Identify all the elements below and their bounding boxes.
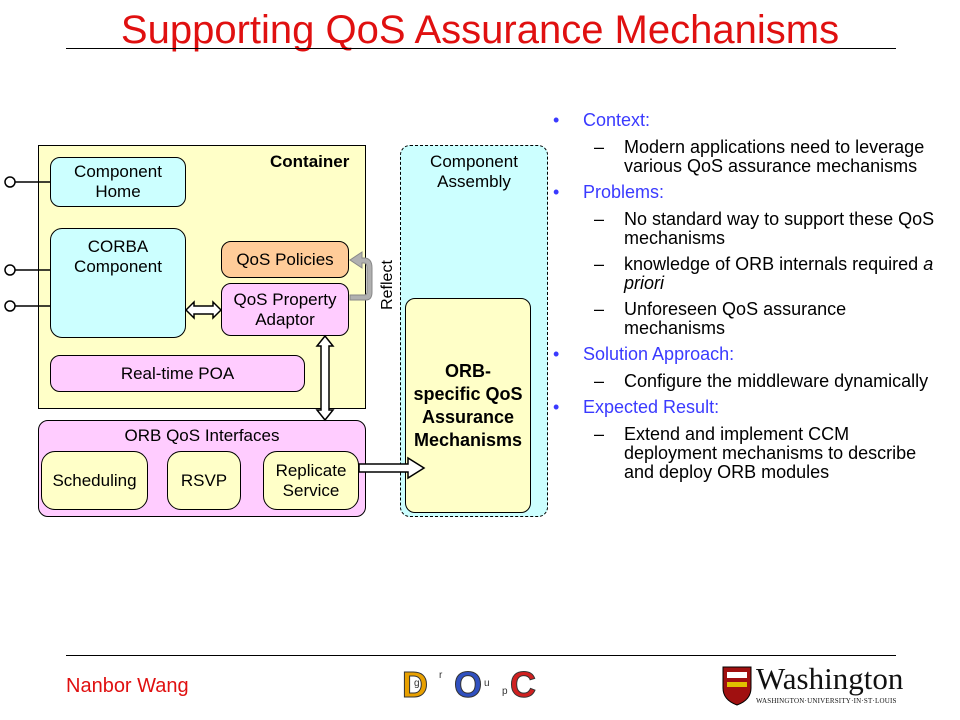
- wu-logo-wordmark: Washington: [756, 661, 904, 696]
- corba-adaptor-arrow: [184, 300, 223, 320]
- qos-policies-box: QoS Policies: [221, 241, 349, 278]
- sub-bullet: –Modern applications need to leverage va…: [594, 137, 925, 176]
- sub-bullet: –knowledge of ORB internals required a p…: [594, 254, 934, 293]
- orb-specific-qos-box: ORB-specific QoS Assurance Mechanisms: [405, 298, 531, 513]
- reflect-arrow: [349, 251, 373, 301]
- page-title: Supporting QoS Assurance Mechanisms: [120, 8, 840, 52]
- footer-author: Nanbor Wang: [66, 675, 189, 697]
- doc-logo-r: r: [439, 670, 443, 681]
- component-home-box: Component Home: [50, 157, 186, 207]
- wu-shield-icon: [722, 666, 752, 706]
- doc-group-logo: D g r O u p C: [402, 664, 537, 706]
- bullet-problems: •Problems:: [553, 182, 665, 202]
- bullet-list: •Context: –Modern applications need to l…: [553, 104, 943, 482]
- replicate-orb-arrow: [358, 456, 426, 480]
- rsvp-box: RSVP: [167, 451, 241, 510]
- doc-logo-g: g: [414, 678, 420, 689]
- bullet-expected: •Expected Result:: [553, 397, 720, 417]
- sub-bullet: –Extend and implement CCM deployment mec…: [594, 424, 917, 482]
- doc-logo-d: D: [402, 664, 429, 706]
- title-divider: [66, 48, 896, 49]
- corba-component-box: CORBA Component: [50, 228, 186, 338]
- footer-divider: [66, 655, 896, 656]
- sub-bullet: –Configure the middleware dynamically: [594, 371, 929, 391]
- scheduling-box: Scheduling: [41, 451, 148, 510]
- washington-university-logo: Washington WASHINGTON·UNIVERSITY·IN·ST·L…: [722, 661, 904, 712]
- component-assembly-label: Component Assembly: [430, 152, 518, 191]
- sub-bullet: –Unforeseen QoS assurance mechanisms: [594, 299, 847, 338]
- diagram-connectors: [4, 176, 426, 480]
- replicate-service-box: Replicate Service: [263, 451, 359, 510]
- qos-property-adaptor-box: QoS Property Adaptor: [221, 283, 349, 336]
- bullet-solution: •Solution Approach:: [553, 344, 735, 364]
- container-label: Container: [270, 152, 350, 171]
- doc-logo-c: C: [510, 664, 537, 706]
- port-lines: [4, 176, 50, 312]
- realtime-poa-box: Real-time POA: [50, 355, 305, 392]
- doc-logo-p: p: [502, 686, 508, 697]
- wu-logo-subtext: WASHINGTON·UNIVERSITY·IN·ST·LOUIS: [756, 697, 897, 705]
- adaptor-orb-arrow: [315, 334, 335, 422]
- sub-bullet: –No standard way to support these QoS me…: [594, 209, 935, 248]
- orb-qos-interfaces-label: ORB QoS Interfaces: [124, 426, 280, 445]
- bullet-context: •Context:: [553, 110, 651, 130]
- doc-logo-o: O: [453, 664, 483, 706]
- doc-logo-u: u: [484, 678, 490, 689]
